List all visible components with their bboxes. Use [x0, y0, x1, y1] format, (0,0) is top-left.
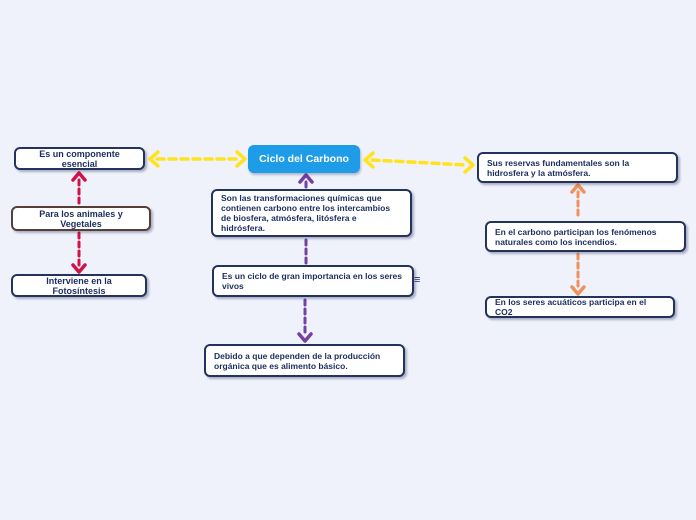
node-componente-esencial[interactable]: Es un componente esencial [14, 147, 145, 170]
node-reservas-label: Sus reservas fundamentales son la hidros… [487, 157, 630, 178]
node-animales-vegetales[interactable]: Para los animales y Vegetales [11, 206, 151, 231]
node-definicion-label: Son las transformaciones químicas que co… [221, 193, 391, 233]
node-ciclo-del-carbono-label: Ciclo del Carbono [259, 153, 349, 165]
node-reservas[interactable]: Sus reservas fundamentales son la hidros… [477, 152, 678, 183]
node-definicion[interactable]: Son las transformaciones químicas que co… [211, 189, 412, 237]
arrow-center-to-left [148, 150, 247, 168]
arrow-center-to-right [363, 151, 475, 174]
node-fotosintesis[interactable]: Interviene en la Fotosíntesis [11, 274, 147, 297]
node-ciclo-del-carbono[interactable]: Ciclo del Carbono [248, 145, 360, 173]
node-seres-acuaticos[interactable]: En los seres acuáticos participa en el C… [485, 296, 675, 318]
node-fenomenos-naturales[interactable]: En el carbono participan los fenómenos n… [485, 221, 686, 252]
node-fotosintesis-label: Interviene en la Fotosíntesis [46, 275, 112, 296]
arrow-phenomena-to-aquatic [570, 252, 586, 296]
node-produccion-organica-label: Debido a que dependen de la producción o… [214, 350, 381, 371]
node-produccion-organica[interactable]: Debido a que dependen de la producción o… [204, 344, 405, 377]
node-importancia-label: Es un ciclo de gran importancia en los s… [222, 271, 402, 291]
node-handle-icon[interactable]: ≡ [414, 275, 420, 286]
node-animales-vegetales-label: Para los animales y Vegetales [39, 208, 123, 229]
node-componente-esencial-label: Es un componente esencial [39, 148, 120, 169]
node-importancia[interactable]: Es un ciclo de gran importancia en los s… [212, 265, 414, 297]
arrow-animals-to-component [71, 171, 87, 206]
hamburger-icon: ≡ [414, 274, 421, 286]
arrow-importance-to-consequence [297, 298, 313, 343]
arrow-phenomena-to-reserves [570, 183, 586, 221]
node-seres-acuaticos-label: En los seres acuáticos participa en el C… [495, 297, 647, 317]
arrow-animals-to-photosynthesis [71, 231, 87, 274]
node-fenomenos-naturales-label: En el carbono participan los fenómenos n… [495, 226, 657, 247]
